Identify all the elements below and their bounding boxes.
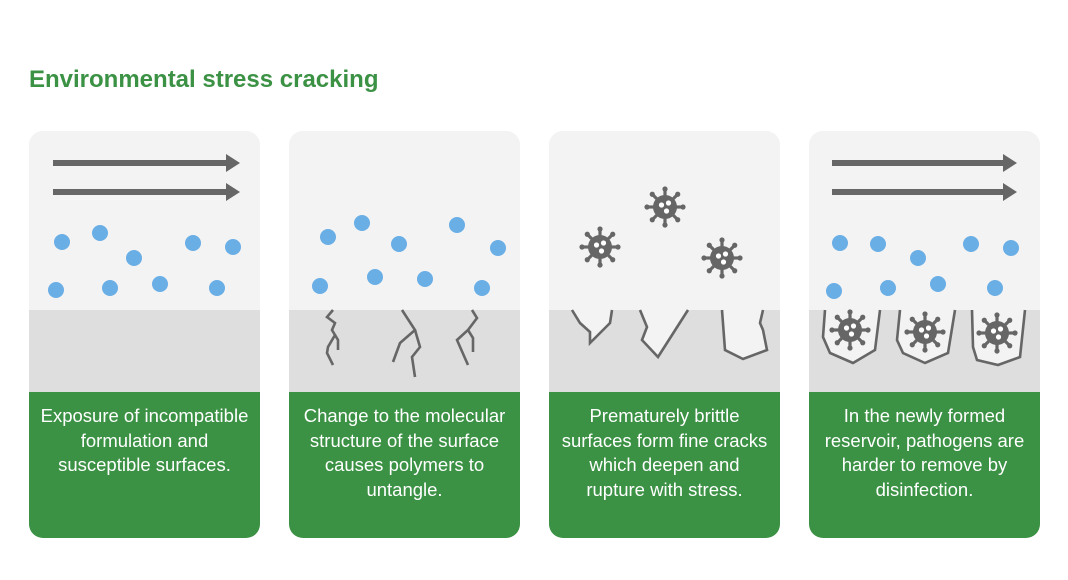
surface-crack (391, 309, 417, 363)
chemical-particle (367, 269, 383, 285)
stage-illustration (289, 131, 520, 392)
chemical-particle (826, 283, 842, 299)
surface-crack (325, 309, 337, 366)
chemical-particle (185, 235, 201, 251)
stage-card-exposure: Exposure of incompatible formulation and… (29, 131, 260, 538)
pathogen-icon (904, 311, 945, 352)
open-crack (638, 309, 690, 360)
chemical-particle (1003, 240, 1019, 256)
open-crack (720, 309, 769, 361)
chemical-particle (832, 235, 848, 251)
chemical-particle (354, 215, 370, 231)
chemical-particle (880, 280, 896, 296)
chemical-particle (449, 217, 465, 233)
stage-caption: Change to the molecular structure of the… (289, 392, 520, 538)
stage-illustration (549, 131, 780, 392)
pathogen-icon (701, 237, 742, 278)
surface-crack (333, 334, 340, 350)
chemical-particle (225, 239, 241, 255)
stage-caption: Exposure of incompatible formulation and… (29, 392, 260, 538)
chemical-particle (320, 229, 336, 245)
stage-caption: Prematurely brittle surfaces form fine c… (549, 392, 780, 538)
stage-card-cracking: Prematurely brittle surfaces form fine c… (549, 131, 780, 538)
stage-card-reservoir: In the newly formed reservoir, pathogens… (809, 131, 1040, 538)
chemical-particle (910, 250, 926, 266)
chemical-particle (963, 236, 979, 252)
stage-illustration (29, 131, 260, 392)
chemical-particle (312, 278, 328, 294)
surface-layer (289, 310, 520, 392)
chemical-particle (474, 280, 490, 296)
chemical-particle (870, 236, 886, 252)
chemical-particle (209, 280, 225, 296)
stage-card-untangle: Change to the molecular structure of the… (289, 131, 520, 538)
chemical-particle (152, 276, 168, 292)
diagram-title: Environmental stress cracking (29, 66, 379, 93)
flow-arrow-head-icon (1003, 183, 1017, 201)
chemical-particle (92, 225, 108, 241)
chemical-particle (102, 280, 118, 296)
chemical-particle (126, 250, 142, 266)
pathogen-icon (829, 309, 870, 350)
chemical-particle (54, 234, 70, 250)
pathogen-icon (976, 312, 1017, 353)
flow-arrow-head-icon (1003, 154, 1017, 172)
fluid-area (29, 131, 260, 310)
stage-caption: In the newly formed reservoir, pathogens… (809, 392, 1040, 538)
open-crack (570, 309, 614, 347)
chemical-particle (930, 276, 946, 292)
flow-arrow-head-icon (226, 154, 240, 172)
chemical-particle (417, 271, 433, 287)
surface-crack (410, 329, 422, 378)
chemical-particle (48, 282, 64, 298)
chemical-particle (987, 280, 1003, 296)
surface-crack (466, 329, 475, 352)
stage-illustration (809, 131, 1040, 392)
flow-arrow-head-icon (226, 183, 240, 201)
chemical-particle (391, 236, 407, 252)
surface-layer (29, 310, 260, 392)
chemical-particle (490, 240, 506, 256)
pathogen-icon (644, 186, 685, 227)
pathogen-icon (579, 226, 620, 267)
